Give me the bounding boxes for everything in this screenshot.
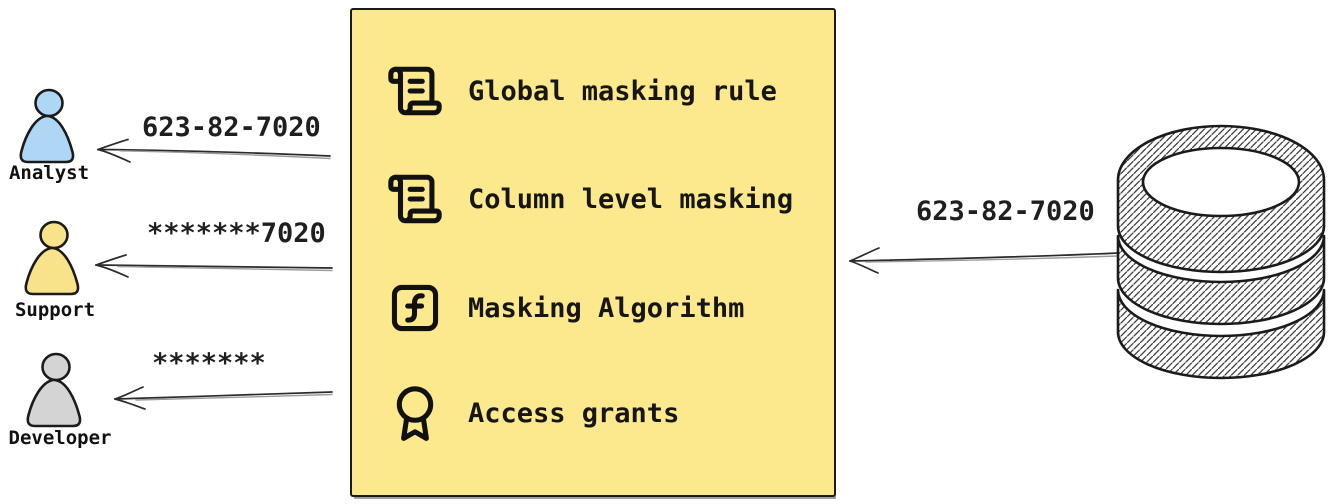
masking-box-item: Column level masking — [386, 170, 793, 228]
masking-box-item: Access grants — [386, 384, 679, 442]
arrow-to-analyst — [97, 138, 331, 163]
developer-received-value: ******* — [152, 348, 266, 379]
database-icon — [1116, 124, 1326, 380]
arrow-db-to-masking-box — [849, 247, 1119, 274]
masking-box-item-label: Access grants — [468, 397, 680, 429]
analyst-icon — [19, 88, 75, 164]
developer-label: Developer — [8, 427, 112, 449]
arrow-to-support — [95, 254, 333, 278]
masking-box-item-label: Column level masking — [468, 183, 794, 215]
support-received-value: *******7020 — [147, 218, 326, 249]
masking-box-item: Masking Algorithm — [386, 279, 744, 337]
function-square-icon — [391, 284, 439, 332]
masking-box-item-label: Masking Algorithm — [468, 292, 745, 324]
developer-icon — [26, 352, 82, 428]
support-icon — [24, 220, 80, 296]
award-icon — [396, 386, 434, 441]
masking-box-item-label: Global masking rule — [468, 75, 777, 107]
arrow-to-developer — [114, 386, 333, 410]
masking-box-item: Global masking rule — [386, 62, 777, 120]
analyst-label: Analyst — [8, 162, 90, 184]
scroll-icon — [388, 174, 442, 224]
support-label: Support — [14, 299, 96, 321]
scroll-icon — [388, 66, 442, 116]
db-output-value: 623-82-7020 — [916, 196, 1095, 227]
analyst-received-value: 623-82-7020 — [142, 112, 321, 143]
masking-box: Global masking rule Column level masking… — [350, 8, 836, 497]
